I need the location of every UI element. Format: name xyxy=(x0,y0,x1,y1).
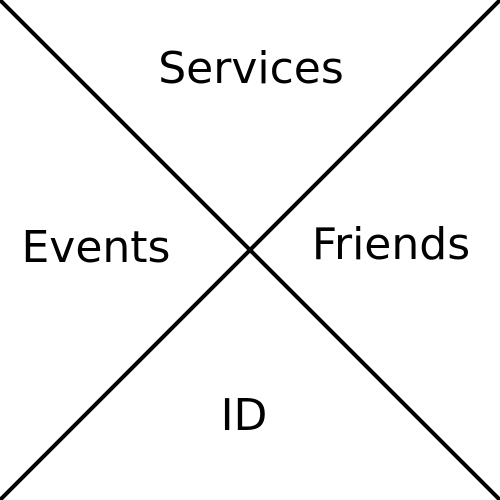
label-friends: Friends xyxy=(311,219,471,270)
label-events: Events xyxy=(21,222,171,273)
label-services: Services xyxy=(158,43,344,94)
label-id: ID xyxy=(220,390,268,441)
